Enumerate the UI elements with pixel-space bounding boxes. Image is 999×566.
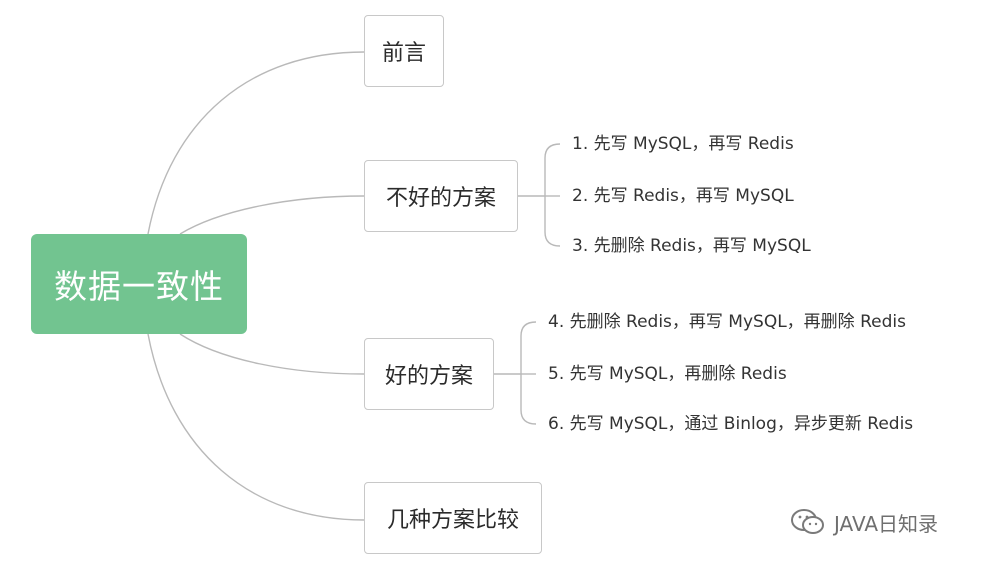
connector-root-compare bbox=[147, 333, 365, 521]
leaf-scheme-2: 2. 先写 Redis，再写 MySQL bbox=[572, 186, 794, 206]
leaf-scheme-6: 6. 先写 MySQL，通过 Binlog，异步更新 Redis bbox=[548, 414, 914, 434]
connector-bad-bracket bbox=[544, 143, 561, 247]
branch-node-good-schemes: 好的方案 bbox=[364, 338, 494, 410]
branch-node-intro: 前言 bbox=[364, 15, 444, 87]
connector-root-bad bbox=[179, 195, 365, 235]
branch-node-comparison: 几种方案比较 bbox=[364, 482, 542, 554]
leaf-scheme-5: 5. 先写 MySQL，再删除 Redis bbox=[548, 364, 787, 384]
branch-node-bad-schemes: 不好的方案 bbox=[364, 160, 518, 232]
watermark: JAVA日知录 bbox=[790, 505, 938, 539]
leaf-scheme-4: 4. 先删除 Redis，再写 MySQL，再删除 Redis bbox=[548, 312, 906, 332]
watermark-text: JAVA日知录 bbox=[834, 511, 939, 536]
leaf-scheme-3: 3. 先删除 Redis，再写 MySQL bbox=[572, 236, 811, 256]
wechat-icon bbox=[790, 507, 826, 537]
connector-good-bracket bbox=[520, 321, 537, 425]
connector-root-intro bbox=[147, 51, 365, 235]
connector-root-good bbox=[179, 333, 365, 375]
leaf-scheme-1: 1. 先写 MySQL，再写 Redis bbox=[572, 134, 794, 154]
root-node: 数据一致性 bbox=[31, 234, 247, 334]
